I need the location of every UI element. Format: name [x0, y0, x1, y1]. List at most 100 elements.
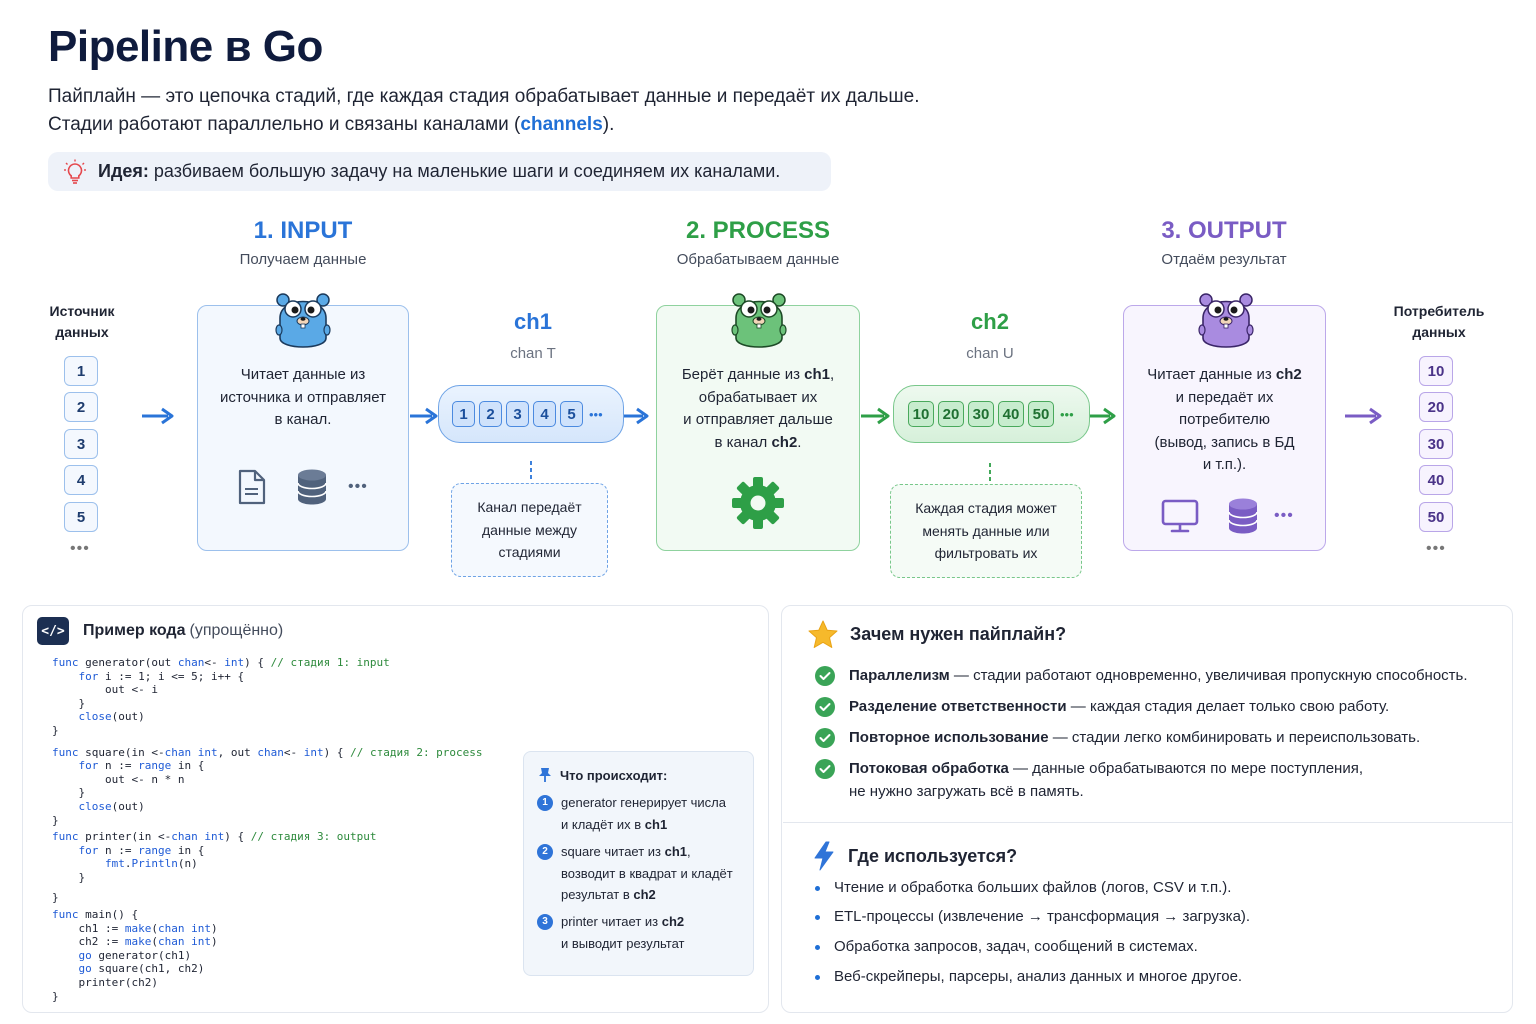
bullet [815, 974, 820, 980]
ch1-title: ch1 [514, 309, 552, 334]
ch2-type: chan U [966, 345, 1014, 362]
info-panel [781, 605, 1513, 1013]
step-text: и выводит результат [561, 935, 685, 951]
ch1-note-line: стадиями [498, 544, 561, 561]
ch2-item: 40 [998, 401, 1024, 427]
process-text-line: Берёт данные из ch1, [657, 364, 859, 387]
process-text-ch2: ch2 [771, 433, 798, 451]
ch2-note: Каждая стадия может менять данные или фи… [890, 484, 1082, 578]
subtitle-text: Стадии работают параллельно и связаны ка… [48, 114, 521, 135]
ch2-note-line: Каждая стадия может [915, 500, 1057, 517]
subtitle-text-end: ). [602, 114, 615, 135]
check-icon [815, 666, 835, 686]
ch2-item: 20 [938, 401, 964, 427]
check-icon [815, 728, 835, 748]
why-item-text: — стадии легко комбинировать и переиспол… [1048, 729, 1421, 746]
why-item-text: — стадии работают одновременно, увеличив… [949, 667, 1468, 684]
step-text-ch: ch2 [661, 914, 685, 929]
code-line: func main() { [52, 908, 139, 922]
source-value: 2 [64, 392, 98, 422]
code-icon: </> [37, 617, 69, 645]
star-icon [808, 620, 838, 648]
step-text-part: square читает из [561, 844, 665, 859]
where-item: Чтение и обработка больших файлов (логов… [815, 877, 1231, 899]
ch1-channel-tube: 1 2 3 4 5 ••• [438, 385, 624, 443]
section-divider [783, 822, 1512, 823]
where-header: Где используется? [812, 841, 1017, 871]
output-text-line: и т.п.). [1202, 456, 1247, 473]
process-text-line: в канал ch2. [657, 432, 859, 455]
database-icon [1228, 498, 1258, 534]
step-text: printer читает из ch2 [561, 911, 685, 933]
ch1-item: 3 [506, 401, 529, 427]
consumer-more: ••• [1426, 540, 1446, 557]
pin-icon [539, 768, 551, 782]
source-label-line: данных [55, 324, 109, 340]
ch2-more: ••• [1060, 406, 1074, 422]
ch2-item: 50 [1028, 401, 1054, 427]
code-line: func printer(in <-chan int) { // стадия … [52, 830, 377, 844]
output-text-ch2: ch2 [1275, 366, 1302, 383]
step-text: результат в ch2 [561, 884, 733, 906]
step-text-part: printer читает из [561, 914, 662, 929]
subtitle-line-1: Пайплайн — это цепочка стадий, где кажда… [48, 86, 920, 107]
step-number: 2 [537, 844, 553, 860]
why-title: Зачем нужен пайплайн? [850, 624, 1067, 644]
why-header: Зачем нужен пайплайн? [808, 620, 1066, 649]
what-happens-header: Что происходит: [538, 767, 667, 783]
ch1-item: 1 [452, 401, 475, 427]
what-step-1: 1 generator генерирует числа и кладёт их… [537, 792, 726, 835]
code-line: ch1 := make(chan int) [52, 921, 218, 935]
consumer-label-line: данных [1412, 324, 1466, 340]
ch2-title: ch2 [971, 309, 1009, 334]
gopher-input-icon [275, 293, 331, 348]
consumer-value: 40 [1419, 465, 1453, 495]
consumer-value: 30 [1419, 429, 1453, 459]
source-value: 1 [64, 356, 98, 386]
why-item-text: не нужно загружать всё в память. [849, 782, 1084, 800]
code-line: for i := 1; i <= 5; i++ { [78, 669, 245, 683]
step-number: 1 [537, 795, 553, 811]
why-item-bold: Разделение ответственности [849, 698, 1067, 715]
code-line: for n := range in { [78, 759, 205, 773]
bullet [815, 914, 820, 920]
code-heading-note: (упрощённо) [189, 622, 284, 639]
where-item-text: Веб-скрейперы, парсеры, анализ данных и … [834, 968, 1243, 985]
what-step-2: 2 square читает из ch1, возводит в квадр… [537, 841, 733, 906]
code-line: out <- i [52, 683, 158, 697]
code-line: } [52, 890, 59, 904]
output-stage-title: 3. OUTPUT [1161, 217, 1287, 244]
input-text-line: в канал. [274, 411, 332, 428]
lightbulb-icon [64, 159, 86, 184]
process-stage-title: 2. PROCESS [685, 217, 831, 244]
lightning-icon [814, 841, 834, 871]
more-icon: ••• [348, 478, 368, 495]
input-text-line: источника и отправляет [220, 388, 386, 406]
code-line: go generator(ch1) [78, 948, 192, 962]
ch2-note-line: менять данные или [922, 522, 1050, 539]
ch1-item: 4 [533, 401, 556, 427]
arrow-output-to-consumer [1345, 407, 1382, 425]
channels-highlight: channels [520, 114, 603, 135]
input-stage-text: Читает данные из источника и отправляет … [198, 364, 408, 432]
ch2-note-line: фильтровать их [934, 545, 1038, 562]
why-item: Потоковая обработка — данные обрабатываю… [815, 758, 1363, 803]
code-line: func generator(out chan<- int) { // стад… [52, 656, 390, 669]
arrow-source-to-input [142, 407, 174, 425]
bullet [815, 944, 820, 950]
source-label-line: Источник [49, 303, 115, 319]
code-line: go square(ch1, ch2) [78, 962, 205, 976]
process-text-line: обрабатывает их [698, 388, 818, 406]
code-line: } [52, 723, 59, 737]
ch2-channel-tube: 10 20 30 40 50 ••• [893, 385, 1090, 443]
file-icon [238, 469, 266, 505]
step-text: generator генерирует числа [561, 795, 727, 810]
step-text: возводит в квадрат и кладёт [561, 865, 733, 881]
process-text-line: и отправляет дальше [683, 411, 833, 428]
gear-icon [732, 477, 784, 529]
why-item-text: — данные обрабатываются по мере поступле… [1008, 760, 1364, 777]
what-happens-title: Что происходит: [560, 767, 668, 783]
why-item-bold: Повторное использование [849, 729, 1049, 746]
idea-label: Идея: [98, 161, 149, 181]
